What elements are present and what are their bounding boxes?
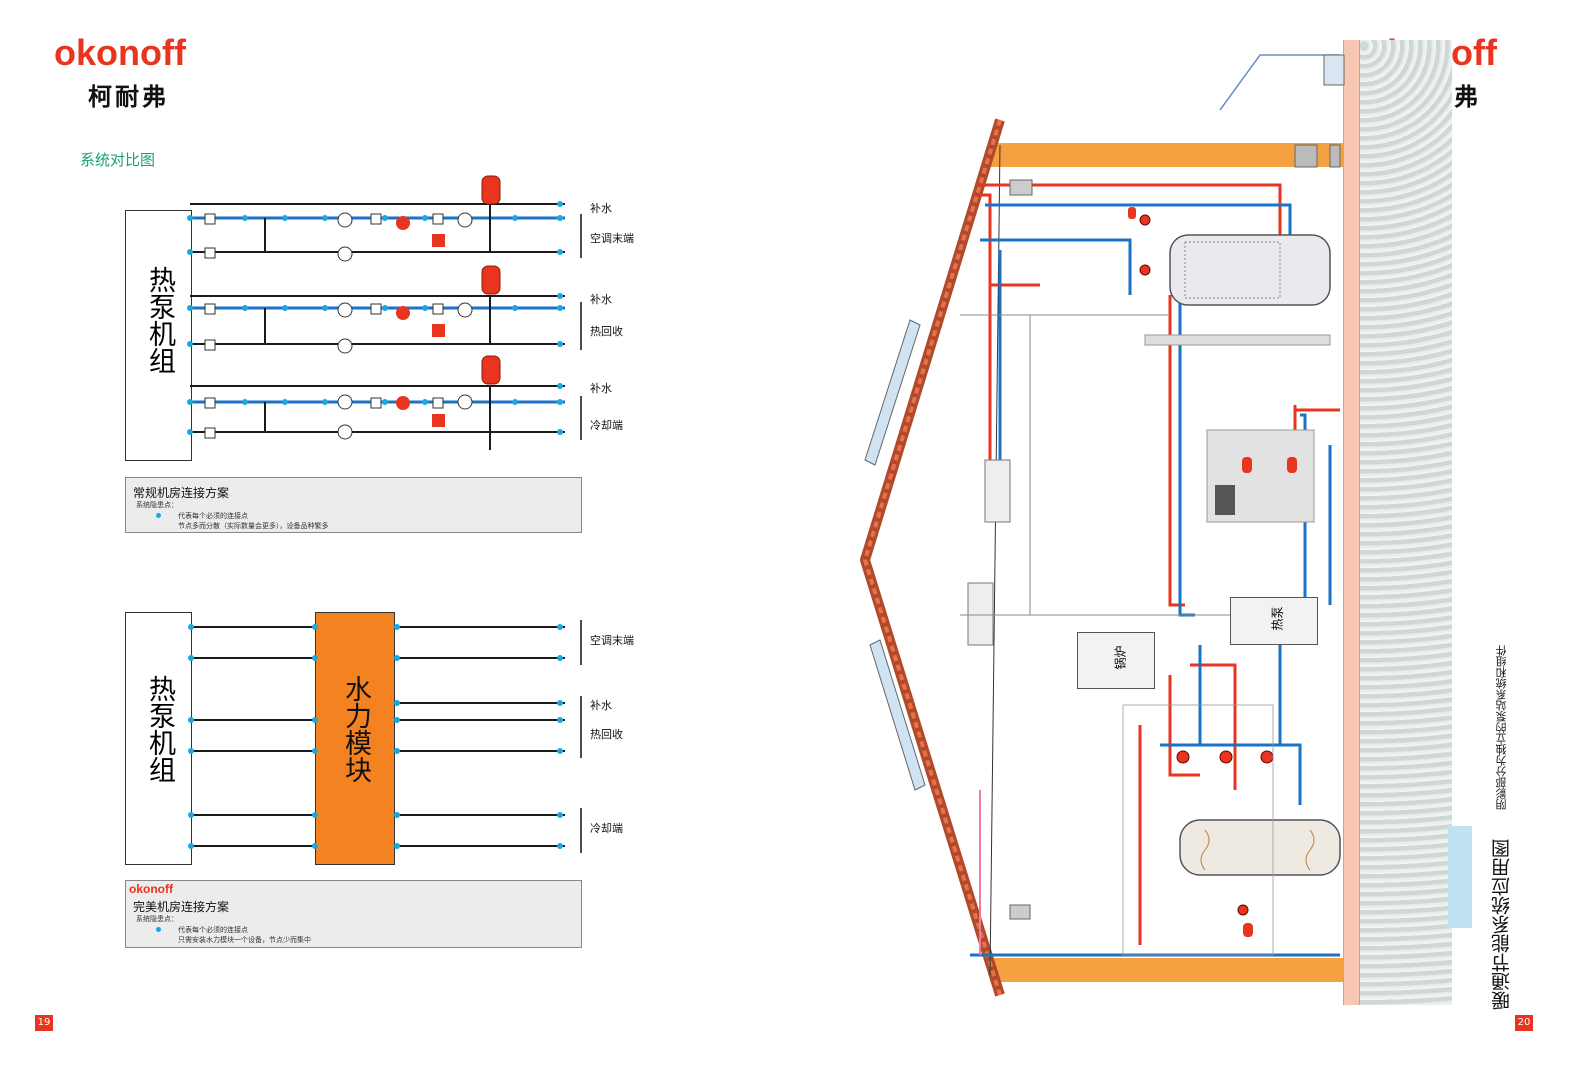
boiler-unit: 锅炉 (1077, 632, 1155, 689)
buffer-tank (1169, 234, 1331, 306)
note-subtitle: 系统隐患点： (136, 501, 178, 509)
output-label: 补水 (590, 293, 612, 306)
output-label: 补水 (590, 382, 612, 395)
page-subtitle: 系统对比图 (80, 151, 156, 169)
conventional-note-box: 常规机房连接方案 系统隐患点： 代表每个必须的连接点 节点多而分散（实际数量会更… (125, 477, 582, 533)
connection-nodes (187, 201, 563, 435)
output-label: 补水 (590, 202, 612, 215)
note-title: 常规机房连接方案 (133, 486, 230, 500)
output-label: 热回收 (590, 728, 623, 741)
output-label: 冷却端 (590, 822, 623, 835)
perfect-note-box: okonoff 完美机房连接方案 系统隐患点： 代表每个必须的连接点 只需安装水… (125, 880, 582, 948)
hvac-system-diagram (860, 54, 1345, 997)
boiler-label: 锅炉 (1113, 645, 1128, 670)
note-subtitle: 系统隐患点： (136, 915, 178, 923)
output-label: 补水 (590, 699, 612, 712)
water-pit (1448, 826, 1472, 928)
page-number: 19 (35, 1015, 53, 1031)
pump-icons (1139, 214, 1274, 916)
valves (204, 213, 444, 439)
heat-pump-unit-box: 热泵机组 (125, 210, 192, 461)
gauges (337, 212, 473, 440)
output-label: 空调末端 (590, 634, 634, 647)
output-label: 空调末端 (590, 232, 634, 245)
red-indicators (432, 234, 445, 427)
note-line: 代表每个必须的连接点 (178, 512, 248, 520)
note-brand: okonoff (129, 882, 173, 896)
indoor-unit-upper (984, 459, 1011, 523)
brand-chinese-name: 柯耐弗 (88, 83, 169, 111)
heat-pump-unit-label: 热泵机组 (144, 675, 175, 783)
output-label: 热回收 (590, 325, 623, 338)
output-label: 冷却端 (590, 419, 623, 432)
heat-pump-unit: 热泵 (1230, 597, 1318, 645)
heat-pump-label: 热泵 (1270, 606, 1285, 631)
node-legend-icon (156, 927, 161, 932)
hydraulic-module-box: 水力模块 (315, 612, 395, 865)
roof (860, 118, 1005, 997)
diagram-note: 阴影部分为独立的泵站系统和组件 (1495, 645, 1508, 810)
heat-pump-unit-label: 热泵机组 (144, 266, 175, 374)
brand-logo: okonoff (54, 32, 186, 73)
indoor-unit-lower (967, 582, 994, 646)
node-legend-icon (156, 513, 161, 518)
diagram-caption: 暖通节能系统应用图 (1491, 839, 1513, 1010)
upper-floor-slab (990, 143, 1343, 167)
perfect-piping-diagram (188, 620, 582, 853)
lower-floor-slab (990, 958, 1343, 982)
pumps (396, 216, 410, 410)
soil-pebble-background (1358, 40, 1452, 1005)
expansion-vessels (1128, 207, 1297, 937)
note-line: 只需安装水力模块一个设备，节点少而集中 (178, 936, 311, 944)
pipe-lines (190, 203, 565, 450)
roof-windows (864, 319, 926, 791)
heat-pump-unit-box: 热泵机组 (125, 612, 192, 865)
page-number: 20 (1515, 1015, 1533, 1031)
expansion-tanks (481, 175, 501, 385)
hot-water-tank (1179, 819, 1341, 876)
house-wall (1343, 40, 1360, 1005)
note-line: 节点多而分散（实际数量会更多），设备品种繁多 (178, 522, 329, 530)
note-title: 完美机房连接方案 (133, 900, 230, 914)
hydraulic-module-label: 水力模块 (340, 675, 371, 783)
pipes-red (980, 183, 1340, 945)
note-line: 代表每个必须的连接点 (178, 926, 248, 934)
conventional-piping-diagram (187, 175, 582, 450)
